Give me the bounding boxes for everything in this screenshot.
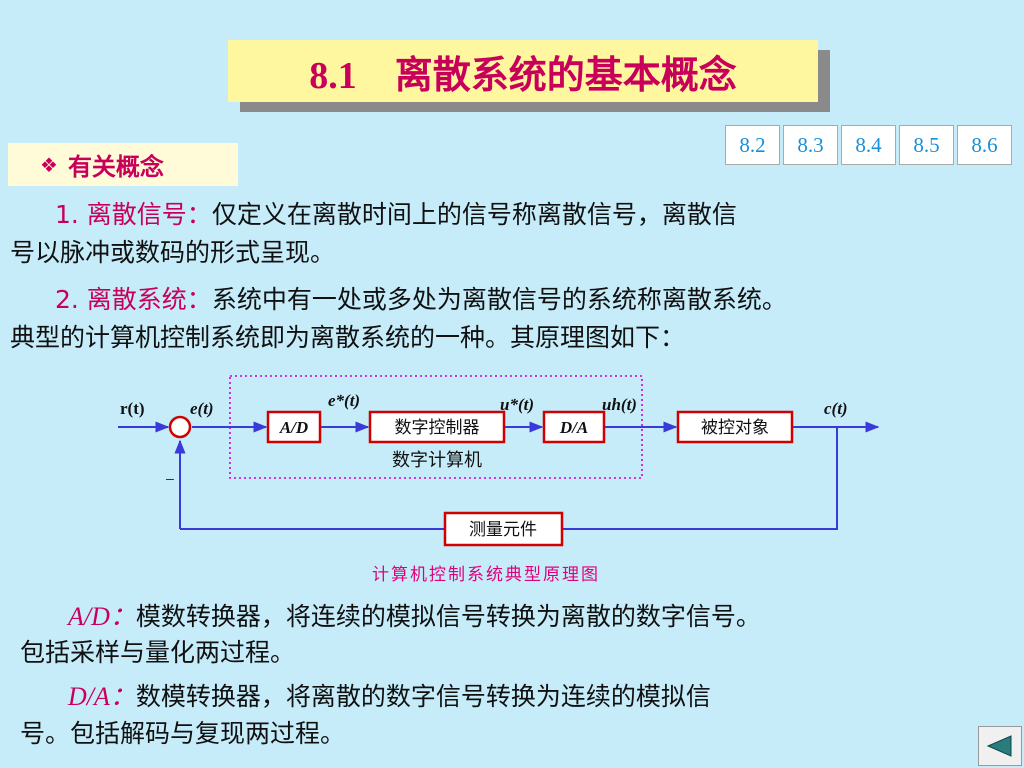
note-da-text-1: 数模转换器，将离散的数字信号转换为连续的模拟信 bbox=[135, 682, 711, 711]
note-ad-term: A/D： bbox=[68, 602, 136, 631]
nav-button-8-2[interactable]: 8.2 bbox=[725, 125, 780, 165]
summing-junction bbox=[168, 415, 192, 439]
nav-button-8-4[interactable]: 8.4 bbox=[841, 125, 896, 165]
signal-lines bbox=[118, 421, 880, 530]
item-2-term: 2. 离散系统： bbox=[55, 285, 212, 314]
controller-block-label: 数字控制器 bbox=[395, 418, 480, 438]
item-1-term: 1. 离散信号： bbox=[55, 200, 212, 229]
nav-button-8-6[interactable]: 8.6 bbox=[957, 125, 1012, 165]
ad-block-label: A/D bbox=[279, 418, 308, 437]
signal-u-star: u*(t) bbox=[500, 395, 534, 414]
note-da-line-2: 号。包括解码与复现两过程。 bbox=[20, 719, 346, 748]
da-block-label: D/A bbox=[559, 418, 588, 437]
note-ad-line-1: A/D：模数转换器，将连续的模拟信号转换为离散的数字信号。 bbox=[68, 598, 761, 636]
plant-block-label: 被控对象 bbox=[701, 418, 769, 438]
signal-r: r(t) bbox=[120, 399, 145, 418]
block-diagram: 数字计算机 A/D 数字控制器 D/A 被控对象 测量元件 r(t) e(t) … bbox=[118, 375, 880, 585]
left-triangle-icon bbox=[986, 735, 1012, 757]
section-heading-label: 有关概念 bbox=[67, 153, 164, 181]
diamond-bullet-icon: ❖ bbox=[40, 152, 58, 177]
item-2-text-1: 系统中有一处或多处为离散信号的系统称离散系统。 bbox=[211, 285, 787, 314]
item-2-line-1: 2. 离散系统：系统中有一处或多处为离散信号的系统称离散系统。 bbox=[55, 281, 787, 319]
da-block bbox=[542, 410, 606, 444]
ad-block bbox=[266, 410, 322, 444]
sensor-block-label: 测量元件 bbox=[469, 520, 537, 540]
item-1-text-1: 仅定义在离散时间上的信号称离散信号，离散信 bbox=[211, 200, 737, 229]
back-button[interactable] bbox=[978, 726, 1022, 766]
signal-e-star: e*(t) bbox=[328, 391, 360, 410]
signal-e: e(t) bbox=[190, 399, 214, 418]
digital-computer-label: 数字计算机 bbox=[392, 450, 482, 471]
nav-button-8-5[interactable]: 8.5 bbox=[899, 125, 954, 165]
feedback-minus-sign: − bbox=[165, 470, 175, 489]
page-title: 8.1 离散系统的基本概念 bbox=[228, 40, 818, 102]
diagram-caption: 计算机控制系统典型原理图 bbox=[372, 565, 600, 585]
item-2-line-2: 典型的计算机控制系统即为离散系统的一种。其原理图如下： bbox=[10, 323, 686, 352]
note-ad-text-1: 模数转换器，将连续的模拟信号转换为离散的数字信号。 bbox=[135, 602, 761, 631]
controller-block bbox=[368, 410, 506, 444]
item-1-line-1: 1. 离散信号：仅定义在离散时间上的信号称离散信号，离散信 bbox=[55, 196, 737, 234]
signal-c: c(t) bbox=[824, 399, 848, 418]
section-heading: ❖ 有关概念 bbox=[8, 143, 238, 186]
nav-button-8-3[interactable]: 8.3 bbox=[783, 125, 838, 165]
item-1-line-2: 号以脉冲或数码的形式呈现。 bbox=[10, 238, 336, 267]
note-da-term: D/A： bbox=[68, 682, 136, 711]
sensor-block bbox=[443, 511, 564, 547]
plant-block bbox=[676, 410, 794, 444]
section-nav: 8.2 8.3 8.4 8.5 8.6 bbox=[725, 125, 1012, 165]
note-ad-line-2: 包括采样与量化两过程。 bbox=[20, 638, 296, 667]
note-da-line-1: D/A：数模转换器，将离散的数字信号转换为连续的模拟信 bbox=[68, 678, 711, 716]
signal-uh: uh(t) bbox=[602, 395, 637, 414]
